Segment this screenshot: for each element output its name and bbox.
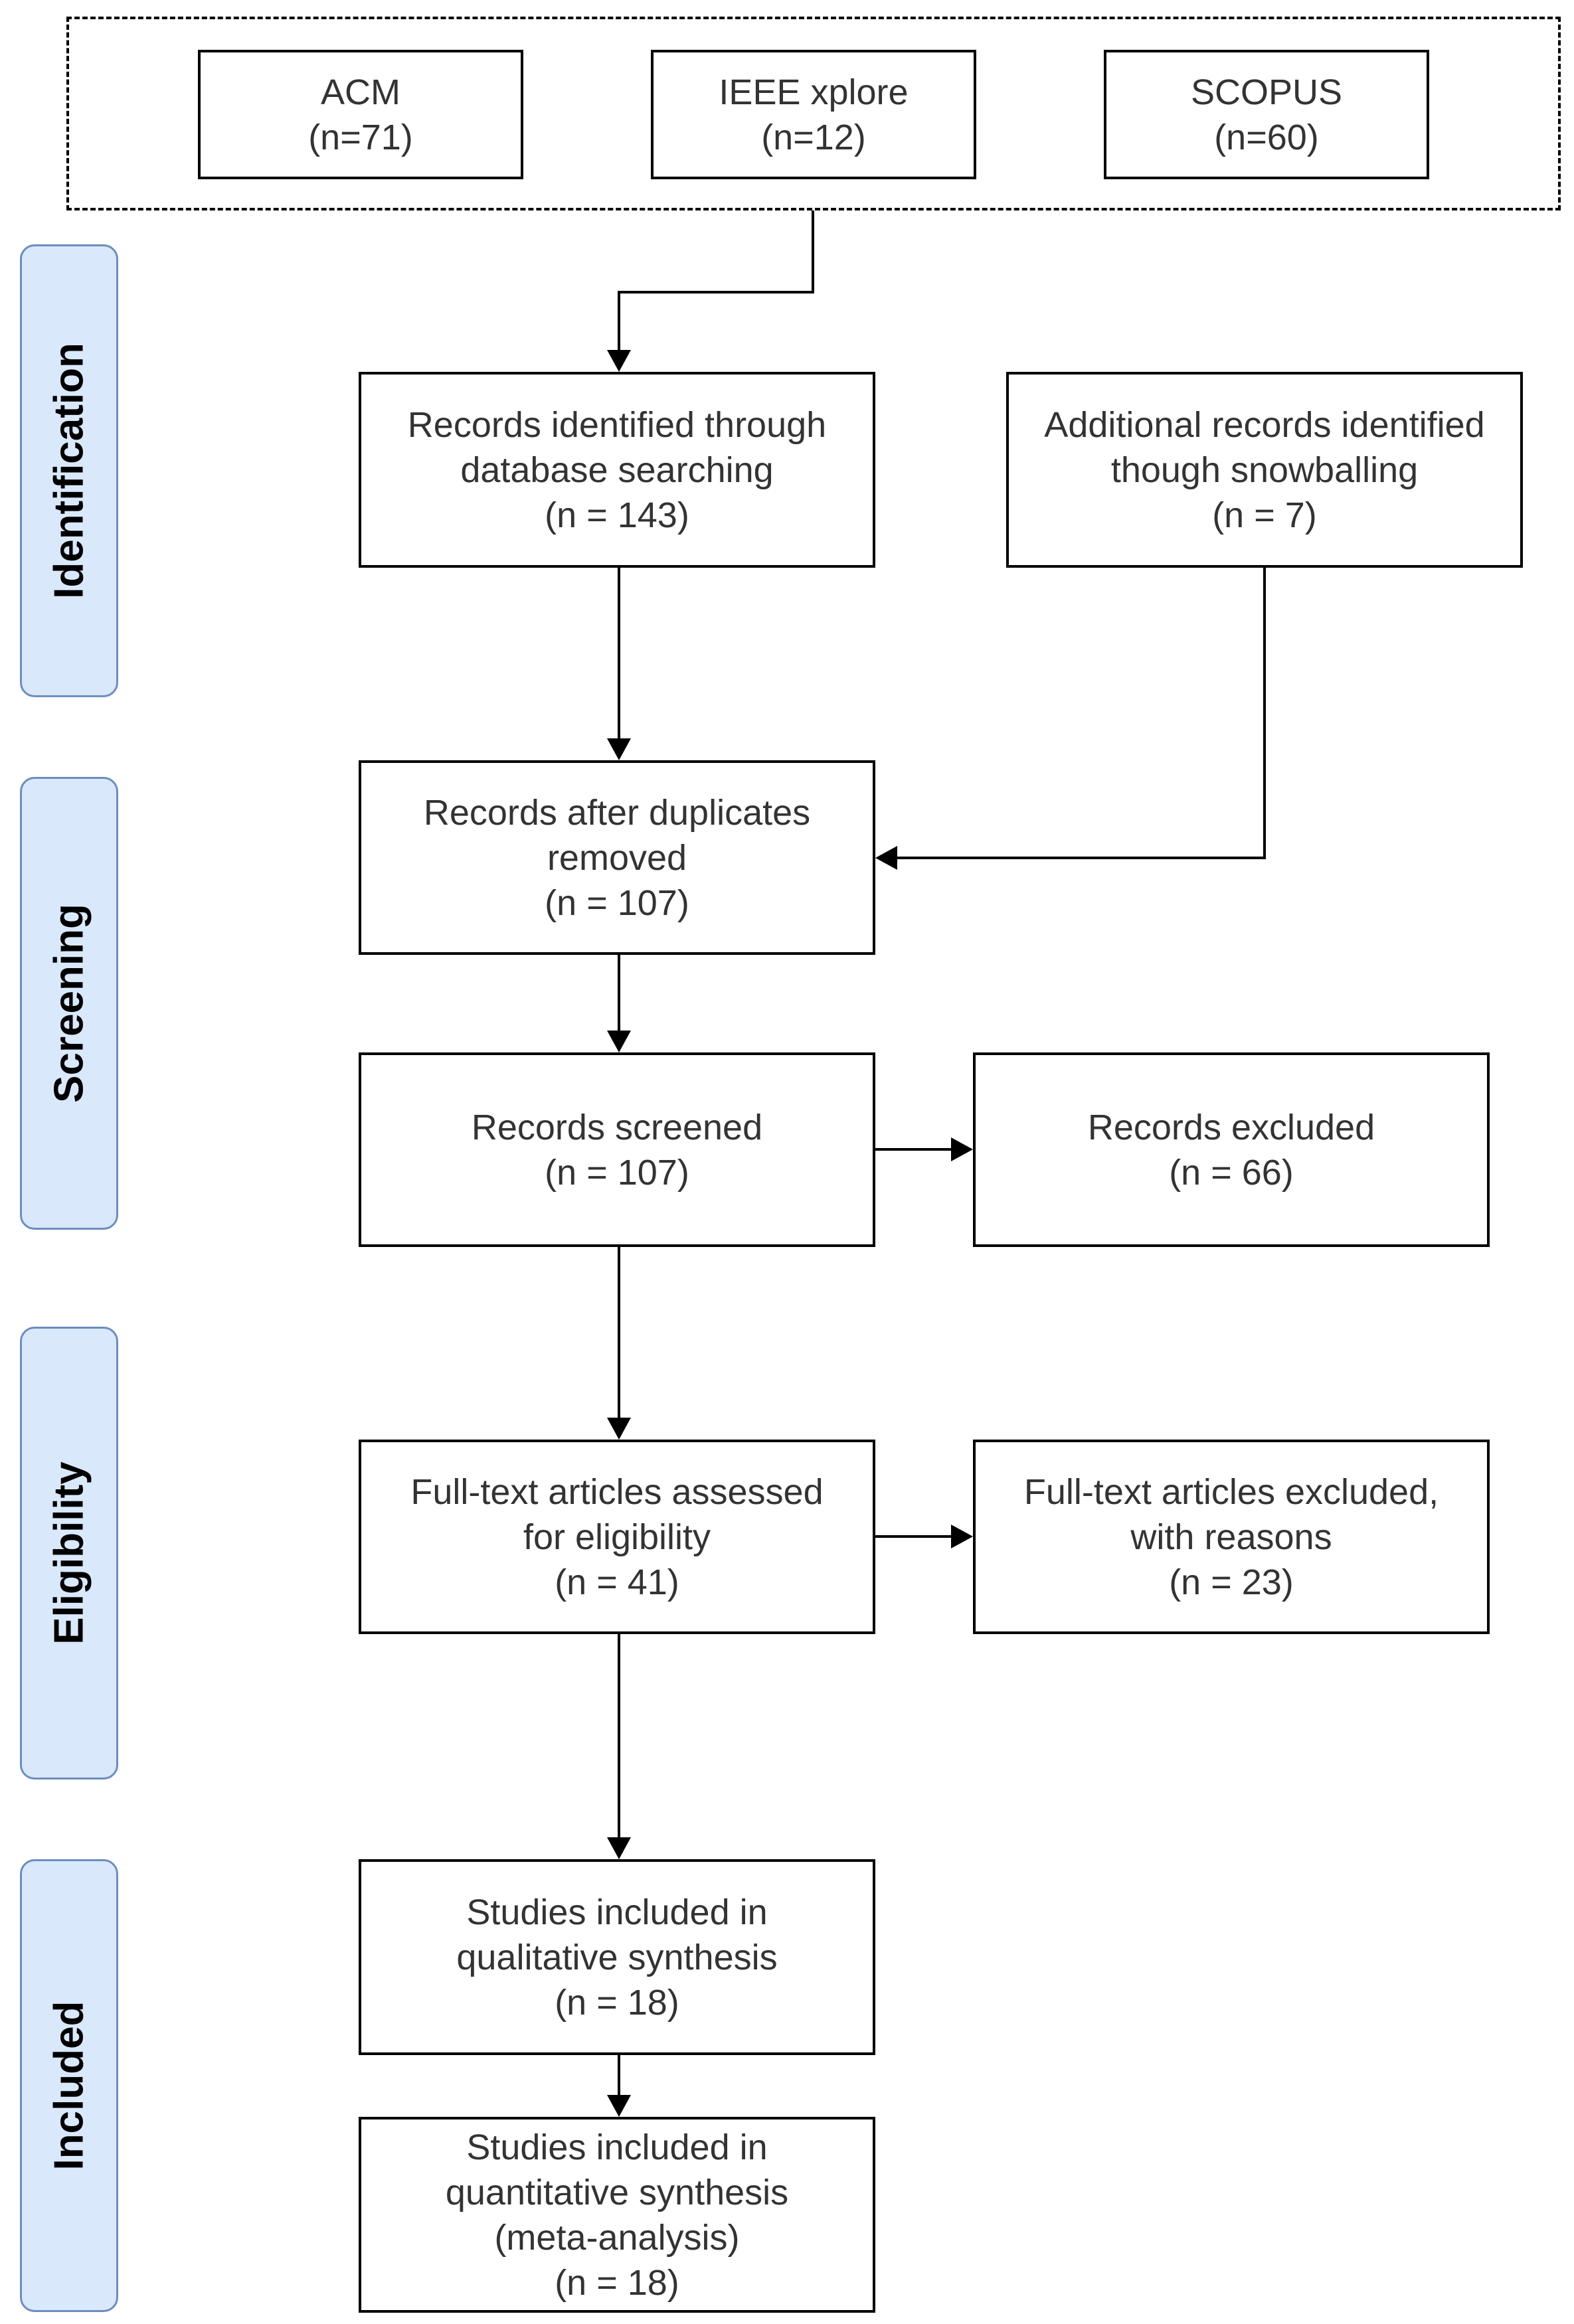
stage-label-included: Included <box>20 1859 118 2312</box>
records-screened-line-1: Records screened <box>471 1107 763 1147</box>
stage-label-screening: Screening <box>20 777 118 1230</box>
source-ieee-name: IEEE xplore <box>719 72 909 112</box>
records-excluded-box: Records excluded (n = 66) <box>973 1052 1490 1247</box>
stage-label-identification: Identification <box>20 244 118 697</box>
additional-records-line-3: (n = 7) <box>1212 495 1317 535</box>
fulltext-assessed-line-2: for eligibility <box>523 1517 711 1557</box>
records-identified-line-2: database searching <box>460 450 774 490</box>
fulltext-excluded-box: Full-text articles excluded, with reason… <box>973 1440 1490 1634</box>
arrowhead-duplicates <box>607 738 631 760</box>
connector-sources-to-identified <box>618 210 814 352</box>
additional-records-line-2: though snowballing <box>1110 450 1419 490</box>
fulltext-assessed-line-3: (n = 41) <box>555 1562 679 1602</box>
stage-label-eligibility-text: Eligibility <box>46 1461 92 1645</box>
connector-additional-to-duplicates <box>897 568 1266 859</box>
after-duplicates-line-1: Records after duplicates <box>423 792 811 833</box>
source-acm-count: (n=71) <box>308 117 413 157</box>
additional-records-line-1: Additional records identified <box>1044 404 1485 445</box>
source-scopus-count: (n=60) <box>1214 117 1319 157</box>
source-acm-name: ACM <box>321 72 400 112</box>
qualitative-synthesis-box: Studies included in qualitative synthesi… <box>359 1859 875 2055</box>
quantitative-synthesis-line-2: quantitative synthesis <box>445 2172 789 2212</box>
stage-label-included-text: Included <box>46 2001 92 2171</box>
additional-records-box: Additional records identified though sno… <box>1006 372 1523 568</box>
arrowhead-qualitative <box>607 1837 631 1859</box>
fulltext-excluded-line-1: Full-text articles excluded, <box>1023 1471 1439 1512</box>
arrowhead-quantitative <box>607 2095 631 2117</box>
arrowhead-fulltext <box>607 1418 631 1440</box>
records-excluded-line-2: (n = 66) <box>1169 1152 1294 1193</box>
stage-label-identification-text: Identification <box>46 343 92 599</box>
fulltext-excluded-line-3: (n = 23) <box>1169 1562 1294 1602</box>
source-scopus-name: SCOPUS <box>1190 72 1343 112</box>
quantitative-synthesis-line-3: (meta-analysis) <box>494 2217 740 2258</box>
source-acm-box: ACM (n=71) <box>198 50 523 179</box>
records-identified-line-1: Records identified through <box>407 404 827 445</box>
source-ieee-count: (n=12) <box>761 117 866 157</box>
qualitative-synthesis-line-3: (n = 18) <box>555 1982 679 2023</box>
records-identified-box: Records identified through database sear… <box>359 372 875 568</box>
records-excluded-line-1: Records excluded <box>1087 1107 1375 1147</box>
fulltext-excluded-line-2: with reasons <box>1130 1517 1332 1557</box>
after-duplicates-box: Records after duplicates removed (n = 10… <box>359 760 875 955</box>
records-screened-line-2: (n = 107) <box>545 1152 689 1193</box>
source-scopus-box: SCOPUS (n=60) <box>1104 50 1429 179</box>
quantitative-synthesis-line-4: (n = 18) <box>555 2262 679 2303</box>
qualitative-synthesis-line-1: Studies included in <box>466 1892 768 1932</box>
fulltext-assessed-line-1: Full-text articles assessed <box>410 1471 824 1512</box>
database-sources-group <box>66 17 1561 210</box>
quantitative-synthesis-box: Studies included in quantitative synthes… <box>359 2117 875 2313</box>
records-screened-box: Records screened (n = 107) <box>359 1052 875 1247</box>
arrowhead-fulltext-excluded <box>951 1525 973 1548</box>
fulltext-assessed-box: Full-text articles assessed for eligibil… <box>359 1440 875 1634</box>
quantitative-synthesis-line-1: Studies included in <box>466 2127 768 2167</box>
source-ieee-box: IEEE xplore (n=12) <box>651 50 976 179</box>
stage-label-screening-text: Screening <box>46 904 92 1103</box>
arrowhead-identified <box>607 350 631 372</box>
after-duplicates-line-3: (n = 107) <box>545 882 689 923</box>
records-identified-line-3: (n = 143) <box>545 495 689 535</box>
arrowhead-excluded <box>951 1137 973 1161</box>
arrowhead-screened <box>607 1031 631 1052</box>
arrowhead-additional <box>875 846 897 870</box>
stage-label-eligibility: Eligibility <box>20 1327 118 1780</box>
qualitative-synthesis-line-2: qualitative synthesis <box>456 1937 778 1977</box>
after-duplicates-line-2: removed <box>547 837 687 878</box>
